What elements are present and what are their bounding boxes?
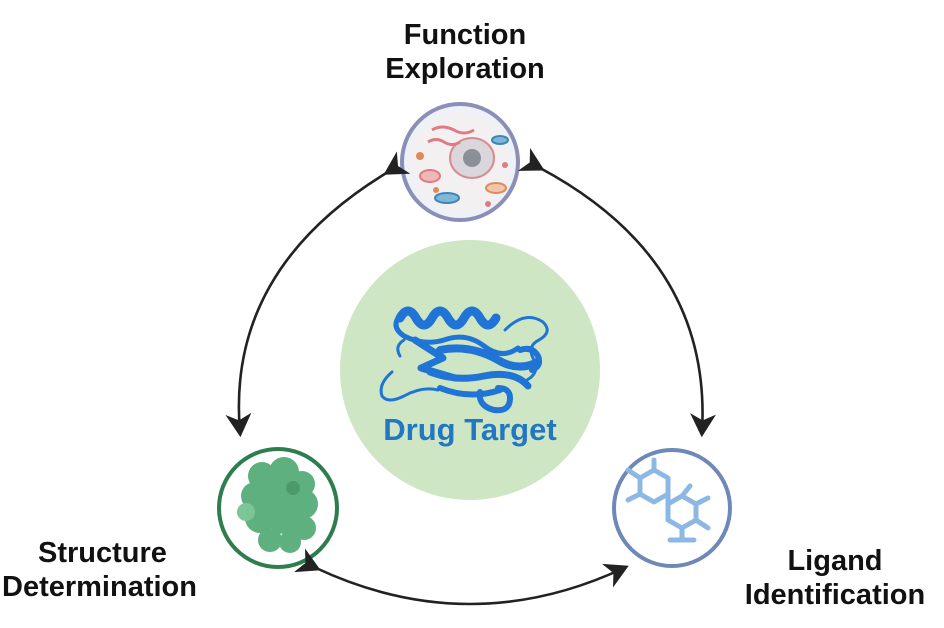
drug-target-title: Drug Target: [383, 412, 557, 447]
center-circle: [340, 240, 600, 500]
structure-node: [217, 447, 339, 569]
cycle-arrows: [225, 147, 717, 606]
function-exploration-label: Function Exploration: [340, 18, 590, 86]
structure-label-line1: Structure: [38, 537, 167, 569]
cell-icon: [410, 112, 510, 212]
structure-label-line2: Determination: [2, 571, 197, 603]
function-label-line1: Function: [403, 19, 527, 51]
cell-node: [400, 102, 520, 222]
function-label-line2: Exploration: [385, 53, 545, 85]
molecule-icon: [625, 457, 711, 543]
arrow-function-ligand: [517, 147, 717, 438]
ligand-identification-label: Ligand Identification: [726, 544, 944, 612]
ligand-label-line2: Identification: [744, 579, 926, 611]
protein-surface-icon: [237, 457, 318, 553]
structure-determination-label: Structure Determination: [0, 536, 242, 604]
arrow-structure-ligand: [294, 548, 629, 606]
ligand-node-ring: [612, 448, 732, 568]
ligand-node: [612, 448, 732, 568]
ligand-label-line1: Ligand: [787, 545, 883, 577]
arrow-function-structure: [225, 151, 411, 438]
